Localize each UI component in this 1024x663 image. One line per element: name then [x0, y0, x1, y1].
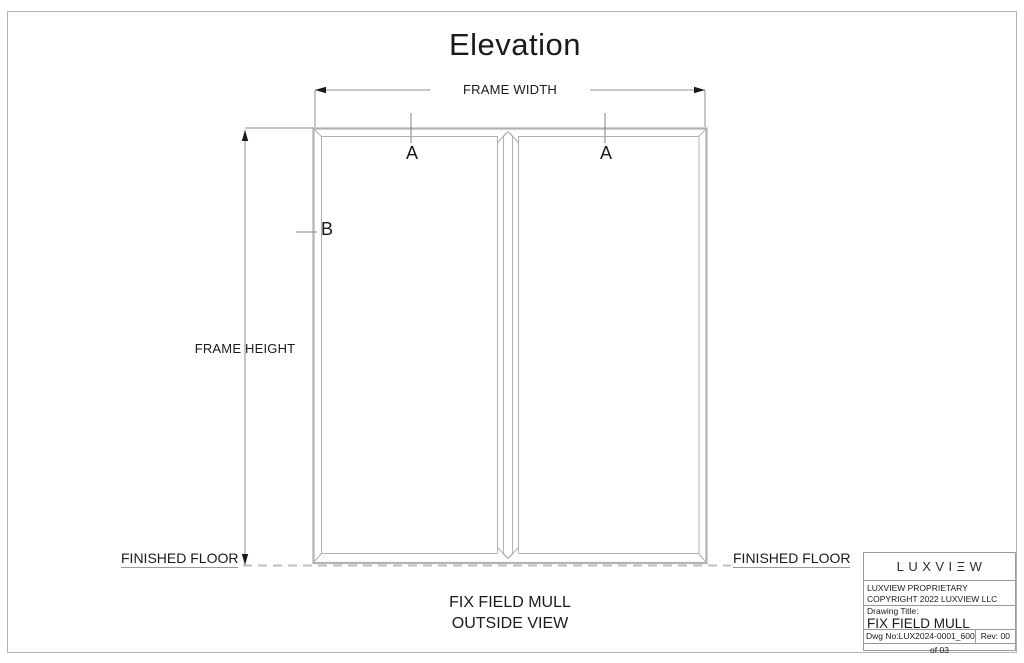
section-marker-b: B	[321, 219, 334, 239]
drawing-caption: FIX FIELD MULL OUTSIDE VIEW	[410, 592, 610, 634]
sheet-number: of 03	[864, 643, 1015, 655]
caption-line-2: OUTSIDE VIEW	[451, 615, 569, 632]
drawing-title-cell: Drawing Title: FIX FIELD MULL	[864, 605, 1015, 631]
company-logo: LUXVIΞW	[896, 559, 987, 574]
drawing-number-row: Dwg No:LUX2024-0001_600 Rev: 00	[864, 629, 1015, 643]
revision-number: Rev: 00	[974, 630, 1015, 643]
drawing-number: Dwg No:LUX2024-0001_600	[866, 631, 975, 641]
finished-floor-label-left: FINISHED FLOOR	[121, 550, 239, 568]
proprietary-notice: LUXVIEW PROPRIETARY COPYRIGHT 2022 LUXVI…	[864, 580, 1015, 605]
drawing-title-value: FIX FIELD MULL	[867, 616, 970, 631]
center-mullion	[497, 130, 519, 560]
caption-line-1: FIX FIELD MULL	[449, 594, 571, 611]
title-block: LUXVIΞW LUXVIEW PROPRIETARY COPYRIGHT 20…	[863, 552, 1016, 655]
arrowhead-right-icon	[694, 86, 705, 94]
frame-height-dimension-label: FRAME HEIGHT	[194, 341, 296, 356]
section-marker-a-right: A	[599, 143, 612, 163]
view-title: Elevation	[448, 27, 582, 62]
proprietary-line-2: COPYRIGHT 2022 LUXVIEW LLC	[867, 594, 998, 604]
frame-width-dimension-label: FRAME WIDTH	[430, 82, 590, 97]
finished-floor-label-right: FINISHED FLOOR	[733, 550, 851, 568]
drawing-title-label: Drawing Title:	[867, 606, 919, 616]
glass-panel-left	[321, 136, 498, 554]
proprietary-line-1: LUXVIEW PROPRIETARY	[867, 583, 968, 593]
section-marker-a-left: A	[405, 143, 418, 163]
arrowhead-down-icon	[241, 554, 249, 565]
window-frame-outline	[312, 127, 708, 565]
glass-panel-right	[518, 136, 700, 554]
arrowhead-up-icon	[241, 130, 249, 141]
sheet-border	[7, 11, 1017, 653]
arrowhead-left-icon	[315, 86, 326, 94]
dimension-frame-height	[244, 127, 313, 565]
